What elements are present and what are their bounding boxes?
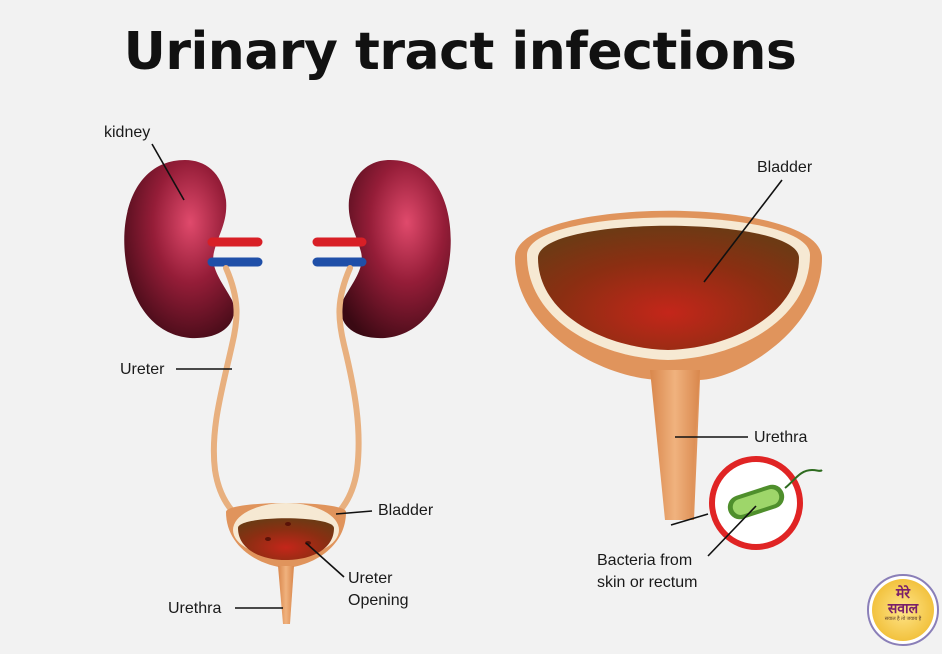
ureter-opening-leader <box>305 542 345 578</box>
small-bladder-label: Bladder <box>378 502 434 519</box>
logo-text: मेरे सवाल सवाल है तो जवाब है <box>868 586 938 623</box>
logo-line2: सवाल <box>887 600 919 616</box>
urethra-to-bacteria-leader <box>670 513 709 526</box>
left-renal-vessels <box>207 237 263 267</box>
left-leader-lines <box>151 143 373 609</box>
left-ureter <box>210 265 240 518</box>
kidney-leader <box>151 143 185 201</box>
large-bladder <box>515 210 822 520</box>
small-bladder <box>226 503 346 624</box>
kidney-label: kidney <box>104 124 151 141</box>
logo-tagline: सवाल है तो जवाब है <box>884 616 922 622</box>
ureter-opening-label-line2: Opening <box>348 592 409 609</box>
bacteria-icon <box>727 484 785 520</box>
bacteria-label-line1: Bacteria from <box>597 552 693 569</box>
bladder-leader <box>335 510 373 515</box>
logo-line1: मेरे <box>895 585 911 601</box>
bacteria-label-line2: skin or rectum <box>597 574 698 591</box>
ureter-opening-label-line1: Ureter <box>348 570 393 587</box>
right-kidney <box>340 160 451 339</box>
right-leader-lines <box>670 179 783 557</box>
ureter-label: Ureter <box>120 361 165 378</box>
right-ureter <box>333 265 362 518</box>
page-title: Urinary tract infections <box>123 22 797 82</box>
small-urethra-label: Urethra <box>168 600 222 617</box>
brand-logo <box>867 574 939 646</box>
large-bladder-leader <box>703 179 783 283</box>
left-kidney <box>124 160 235 339</box>
large-urethra-label: Urethra <box>754 429 808 446</box>
large-bladder-label: Bladder <box>757 159 813 176</box>
bacteria-leader <box>707 505 757 557</box>
right-renal-vessels <box>312 237 367 267</box>
bacteria-callout <box>709 456 823 550</box>
